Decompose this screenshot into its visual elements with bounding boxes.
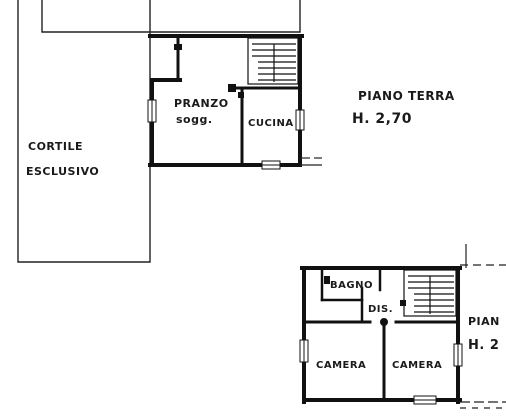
label-landing: DIS.	[368, 304, 393, 315]
label-first-floor: PIAN	[468, 315, 500, 328]
courtyard-boundary	[17, 0, 301, 263]
label-ground-height: H. 2,70	[352, 111, 412, 127]
first-floor-staircase	[403, 269, 457, 317]
label-kitchen: CUCINA	[248, 118, 294, 129]
first-floor-dash	[460, 244, 506, 409]
label-bedroom-left: CAMERA	[316, 360, 366, 371]
first-floor-details	[324, 276, 406, 326]
ground-floor-details	[174, 44, 244, 98]
label-courtyard-line2: ESCLUSIVO	[26, 165, 99, 178]
ground-floor-staircase	[247, 37, 299, 85]
label-bathroom: BAGNO	[330, 280, 373, 291]
first-floor-walls	[300, 266, 462, 404]
ground-floor-windows	[147, 99, 305, 170]
label-dining-line1: PRANZO	[174, 97, 229, 110]
ground-floor-plan: PRANZO sogg. CUCINA PIANO TERRA H. 2,70 …	[17, 0, 455, 263]
label-first-height: H. 2	[468, 338, 499, 353]
label-ground-floor: PIANO TERRA	[358, 89, 455, 103]
label-bedroom-right: CAMERA	[392, 360, 442, 371]
label-dining-line2: sogg.	[176, 113, 213, 126]
first-floor-windows	[299, 339, 463, 405]
label-courtyard-line1: CORTILE	[28, 140, 83, 153]
ground-floor-dash	[300, 157, 322, 166]
first-floor-plan: BAGNO DIS. CAMERA CAMERA PIAN H. 2	[299, 244, 506, 409]
